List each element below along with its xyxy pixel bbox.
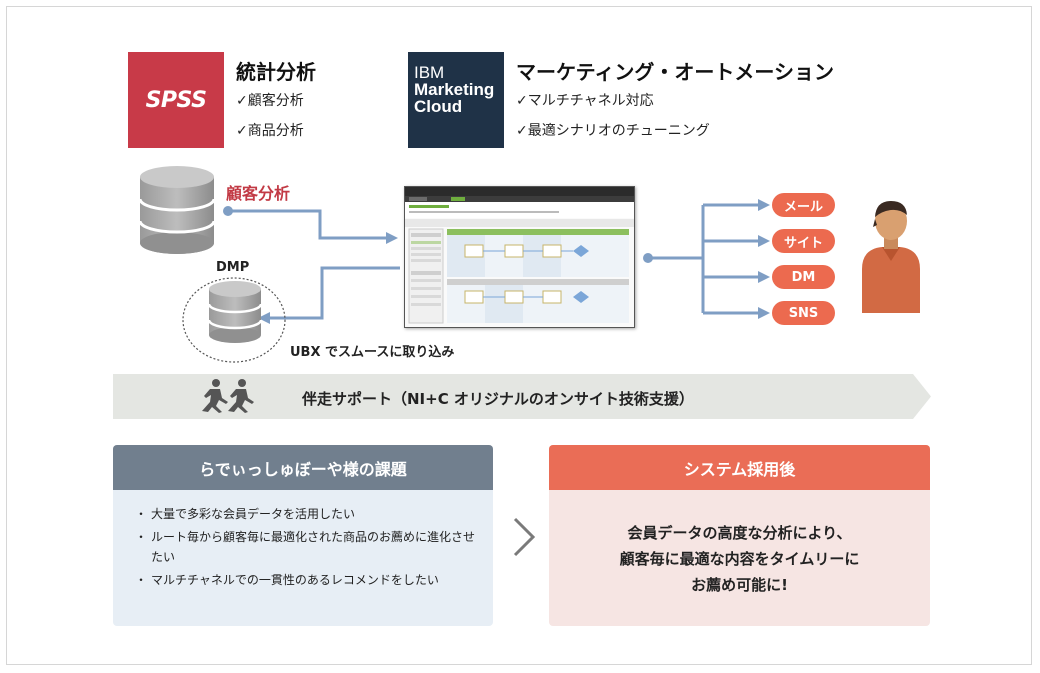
challenge-item: マルチチャネルでの一貫性のあるレコメンドをしたい [135, 570, 475, 590]
channel-site: サイト [772, 229, 835, 253]
ibm-logo-line-3: Cloud [414, 97, 463, 116]
ubx-label: UBX でスムースに取り込み [290, 345, 455, 360]
dmp-database-icon [207, 281, 263, 343]
after-body: 会員データの高度な分析により、 顧客毎に最適な内容をタイムリーに お薦め可能に! [549, 490, 930, 598]
challenge-item: ルート毎から顧客毎に最適化された商品のお薦めに進化させたい [135, 527, 475, 567]
screen-to-dmp-line [268, 266, 400, 320]
support-banner [113, 374, 931, 419]
after-panel: システム採用後 会員データの高度な分析により、 顧客毎に最適な内容をタイムリーに… [549, 445, 930, 626]
dmp-dashed-ring [182, 277, 286, 363]
challenges-list: 大量で多彩な会員データを活用したい ルート毎から顧客毎に最適化された商品のお薦め… [113, 490, 493, 590]
spss-logo: SPSS [128, 52, 224, 148]
dmp-label: DMP [216, 260, 250, 275]
outer-frame [6, 6, 1032, 665]
challenges-title: らでぃっしゅぼーや様の課題 [113, 445, 493, 490]
after-title: システム採用後 [549, 445, 930, 490]
ibm-marketing-cloud-logo: IBM Marketing Cloud [408, 52, 504, 148]
support-banner-text: 伴走サポート（NI+C オリジナルのオンサイト技術支援） [302, 390, 694, 408]
challenge-item: 大量で多彩な会員データを活用したい [135, 504, 475, 524]
marketing-cloud-screenshot [404, 186, 635, 328]
after-line-3: お薦め可能に! [691, 576, 788, 594]
ibm-title: マーケティング・オートメーション [516, 60, 834, 84]
chevron-right-icon [513, 517, 536, 557]
spss-title: 統計分析 [236, 60, 316, 84]
person-avatar-icon [862, 201, 920, 313]
ibm-item-1: ✓マルチチャネル対応 [516, 93, 654, 109]
spss-item-2: ✓商品分析 [236, 123, 304, 139]
after-line-1: 会員データの高度な分析により、 [627, 524, 852, 542]
ibm-logo-line-2: Marketing [414, 80, 495, 99]
channel-dm: DM [772, 265, 835, 289]
after-line-2: 顧客毎に最適な内容をタイムリーに [619, 550, 860, 568]
channel-mail: メール [772, 193, 835, 217]
customer-database-icon [138, 166, 216, 254]
ibm-item-2: ✓最適シナリオのチューニング [516, 123, 710, 139]
channel-sns: SNS [772, 301, 835, 325]
screenshot-mock [405, 187, 634, 324]
db-to-screen-line [228, 209, 388, 240]
db-label: 顧客分析 [226, 184, 291, 203]
ibm-logo-line-1: IBM [414, 63, 445, 82]
spss-item-1: ✓顧客分析 [236, 93, 304, 109]
challenges-panel: らでぃっしゅぼーや様の課題 大量で多彩な会員データを活用したい ルート毎から顧客… [113, 445, 493, 626]
running-people-icon [202, 379, 254, 413]
